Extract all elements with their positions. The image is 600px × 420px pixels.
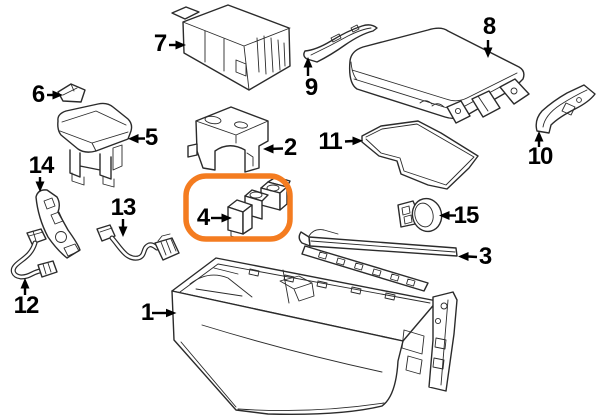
- callout-5-label[interactable]: 5: [144, 124, 158, 151]
- callout-12-label[interactable]: 12: [13, 292, 40, 319]
- callout-9-label[interactable]: 9: [304, 74, 318, 101]
- part-12-drawing: [10, 228, 58, 280]
- callout-11-arrow: [344, 136, 363, 146]
- callout-5-arrow: [128, 134, 146, 144]
- callout-3-arrow: [458, 252, 478, 261]
- callout-3-label[interactable]: 3: [478, 243, 492, 270]
- callout-4-label[interactable]: 4: [196, 204, 210, 231]
- callout-13-arrow: [118, 219, 128, 237]
- callout-9-arrow: [303, 57, 313, 76]
- part-14-drawing: [35, 189, 81, 259]
- callout-7-arrow: [169, 40, 186, 50]
- callout-10-label[interactable]: 10: [527, 143, 554, 170]
- callout-1-arrow: [152, 308, 177, 318]
- part-6-drawing: [57, 83, 86, 103]
- callout-15-arrow: [439, 211, 456, 220]
- part-13-drawing: [96, 224, 180, 261]
- callout-1-label[interactable]: 1: [140, 299, 154, 326]
- callout-6-arrow: [47, 90, 63, 100]
- part-4-highlight-box[interactable]: [183, 173, 293, 242]
- part-4-drawing[interactable]: [227, 176, 291, 239]
- callout-14-arrow: [35, 177, 45, 192]
- callout-2-arrow: [263, 144, 284, 154]
- part-1-drawing: [171, 257, 458, 416]
- callout-8-label[interactable]: 8: [482, 13, 496, 40]
- callout-6-label[interactable]: 6: [31, 81, 45, 108]
- part-2-drawing: [187, 106, 269, 173]
- callout-15-label[interactable]: 15: [453, 202, 480, 229]
- part-15-drawing: [397, 197, 443, 233]
- part-8-drawing: [348, 27, 530, 124]
- callout-12-arrow: [20, 278, 30, 295]
- part-5-drawing: [57, 102, 133, 188]
- callout-10-arrow: [534, 131, 544, 147]
- callout-7-label[interactable]: 7: [153, 30, 167, 57]
- part-3-drawing: [298, 229, 458, 292]
- callout-11-label[interactable]: 11: [318, 128, 342, 155]
- callout-2-label[interactable]: 2: [283, 134, 297, 161]
- part-10-drawing: [535, 84, 596, 134]
- part-9-drawing: [303, 24, 378, 63]
- callout-14-label[interactable]: 14: [28, 152, 55, 179]
- callout-8-arrow: [483, 40, 493, 58]
- part-11-drawing: [361, 120, 479, 190]
- callout-4-arrow: [211, 213, 232, 223]
- part-7-drawing: [171, 4, 291, 91]
- callout-13-label[interactable]: 13: [110, 194, 137, 221]
